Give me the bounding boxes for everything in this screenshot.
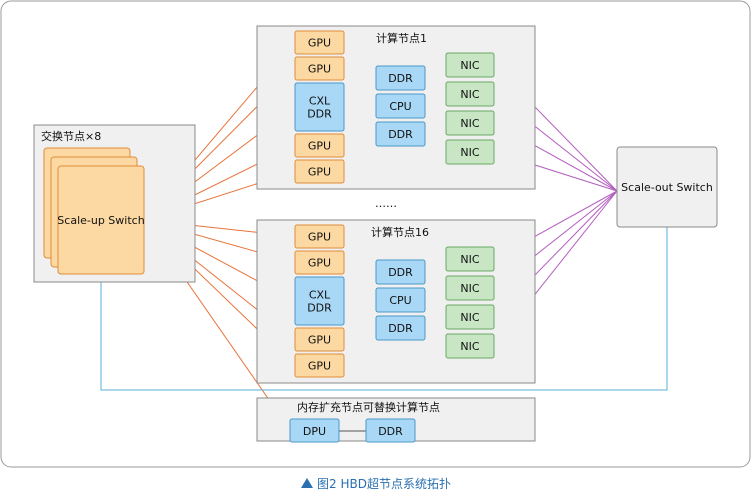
n16-gpu-2 <box>294 250 345 275</box>
n1-ddr-bottom-label: DDR <box>388 128 413 141</box>
n16-cxl-ddr-label: DDR <box>307 302 332 315</box>
n1-nic-2-label: NIC <box>460 88 479 101</box>
n1-gpu-4-label: GPU <box>308 140 331 153</box>
n16-ddr-top <box>375 259 426 285</box>
memory-expansion-node: 内存扩充节点可替换计算节点 DPU DDR <box>256 397 536 443</box>
n16-nic-3 <box>445 304 495 330</box>
switch-group: 交换节点×8 Scale-up Switch <box>33 124 196 283</box>
figure-caption: 图2 HBD超节点系统拓扑 <box>301 476 451 491</box>
n16-ddr-bottom-label: DDR <box>388 322 413 335</box>
scale-up-switch <box>57 165 145 275</box>
n1-nic-1-label: NIC <box>460 59 479 72</box>
n16-cxl-ddr <box>294 276 345 326</box>
n1-gpu-2-label: GPU <box>308 63 331 76</box>
caption-text: 图2 HBD超节点系统拓扑 <box>317 476 451 491</box>
n1-gpu-1-label: GPU <box>308 37 331 50</box>
n16-gpu-4-label: GPU <box>308 334 331 347</box>
n16-ddr-top-label: DDR <box>388 266 413 279</box>
n1-nic-2 <box>445 81 495 107</box>
triangle-up-icon <box>301 478 313 488</box>
n16-nic-4-label: NIC <box>460 340 479 353</box>
n16-cpu <box>375 287 426 313</box>
compute-node-1-title: 计算节点1 <box>376 31 427 45</box>
n16-gpu-1 <box>294 224 345 249</box>
n16-cpu-label: CPU <box>389 294 411 307</box>
n1-ddr-top <box>375 65 426 91</box>
n16-gpu-1-label: GPU <box>308 231 331 244</box>
n16-gpu-2-label: GPU <box>308 257 331 270</box>
scale-up-switch-label: Scale-up Switch <box>57 214 144 227</box>
n1-gpu-1 <box>294 30 345 55</box>
n1-gpu-2 <box>294 56 345 81</box>
scale-out-backbone-link <box>100 227 668 391</box>
n16-gpu-4 <box>294 327 345 352</box>
n16-cxl-ddr-label: CXL <box>309 289 331 302</box>
scale-out-switch <box>616 146 718 228</box>
n16-nic-1 <box>445 246 495 272</box>
n1-cxl-ddr-label: CXL <box>309 95 331 108</box>
n1-nic-4-label: NIC <box>460 146 479 159</box>
n1-gpu-4 <box>294 133 345 158</box>
n1-cxl-ddr <box>294 82 345 132</box>
n16-gpu-5 <box>294 353 345 378</box>
n16-gpu-5-label: GPU <box>308 360 331 373</box>
n1-nic-3 <box>445 110 495 136</box>
n1-cpu <box>375 93 426 119</box>
memory-ddr-box <box>365 418 416 443</box>
n16-nic-2 <box>445 275 495 301</box>
n1-nic-3-label: NIC <box>460 117 479 130</box>
scale-out-switch-group: Scale-out Switch <box>616 146 718 228</box>
ellipsis-text: …… <box>375 197 397 210</box>
n1-gpu-5-label: GPU <box>308 166 331 179</box>
n1-nic-4 <box>445 139 495 165</box>
memory-ddr-label: DDR <box>378 425 403 438</box>
n1-nic-1 <box>445 52 495 78</box>
switch-group-title: 交换节点×8 <box>41 129 101 143</box>
dpu-label: DPU <box>303 425 326 438</box>
compute-node-16-title: 计算节点16 <box>371 225 429 239</box>
n16-nic-2-label: NIC <box>460 282 479 295</box>
n1-gpu-5 <box>294 159 345 184</box>
dpu-box <box>289 418 340 443</box>
n16-nic-1-label: NIC <box>460 253 479 266</box>
n1-ddr-top-label: DDR <box>388 72 413 85</box>
n1-ddr-bottom <box>375 121 426 147</box>
n16-nic-4 <box>445 333 495 359</box>
memory-node-title: 内存扩充节点可替换计算节点 <box>297 400 440 414</box>
scale-out-switch-label: Scale-out Switch <box>621 181 713 194</box>
n16-ddr-bottom <box>375 315 426 341</box>
n1-cxl-ddr-label: DDR <box>307 108 332 121</box>
n1-cpu-label: CPU <box>389 100 411 113</box>
n16-nic-3-label: NIC <box>460 311 479 324</box>
